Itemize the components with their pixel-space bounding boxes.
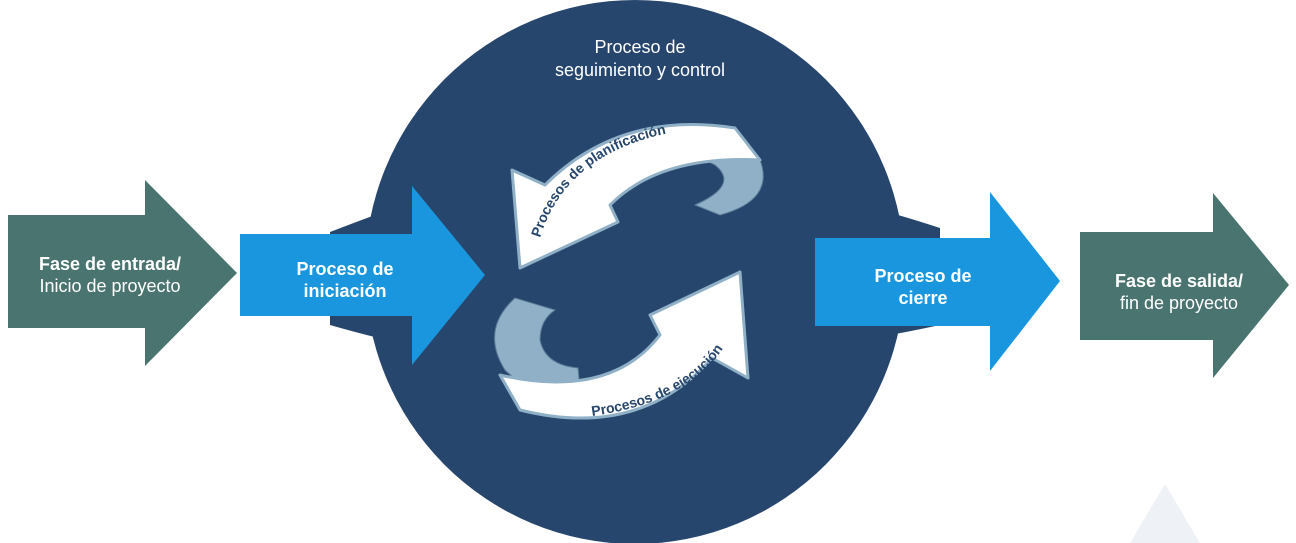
- exit-label-line1: Fase de salida/: [1115, 271, 1243, 291]
- closing-label-line2: cierre: [898, 288, 947, 308]
- entry-phase-arrow: Fase de entrada/ Inicio de proyecto: [8, 180, 237, 366]
- triangle-watermark-icon: [1130, 484, 1200, 543]
- initiation-label-line2: iniciación: [303, 281, 386, 301]
- exit-phase-arrow: Fase de salida/ fin de proyecto: [1080, 193, 1289, 378]
- control-label-line2: seguimiento y control: [555, 60, 725, 80]
- closing-label-line1: Proceso de: [874, 266, 971, 286]
- initiation-label-line1: Proceso de: [296, 259, 393, 279]
- exit-label-line2: fin de proyecto: [1120, 293, 1238, 313]
- curved-arrow-icon: [510, 123, 762, 270]
- control-label-line1: Proceso de: [594, 37, 685, 57]
- entry-label-line1: Fase de entrada/: [39, 254, 181, 274]
- entry-label-line2: Inicio de proyecto: [39, 276, 180, 296]
- curved-arrow-icon: [498, 270, 750, 420]
- initiation-process-arrow: Proceso de iniciación: [240, 186, 485, 365]
- closing-process-arrow: Proceso de cierre: [815, 192, 1060, 371]
